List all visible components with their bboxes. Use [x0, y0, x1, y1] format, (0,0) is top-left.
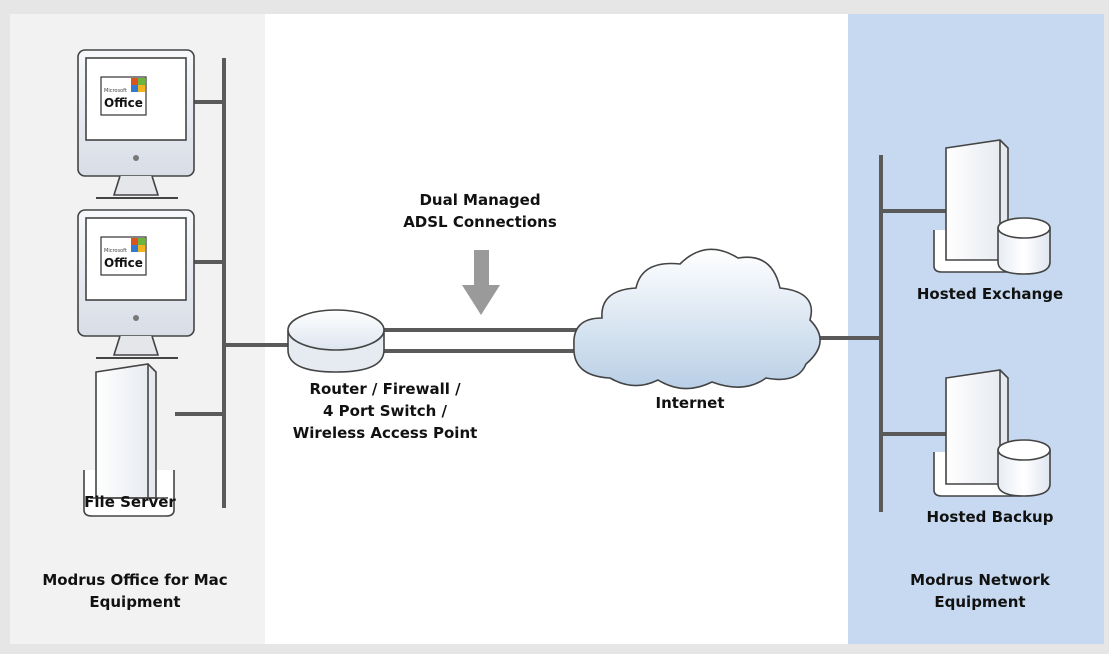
right-panel — [848, 14, 1104, 644]
adsl-arrow-icon — [462, 250, 500, 315]
left-bus-line — [175, 58, 290, 508]
file-server-label: File Server — [84, 493, 176, 511]
office-logo-small-text: Microsoft — [104, 88, 127, 94]
imac-middle — [77, 209, 195, 359]
exchange-label: Hosted Exchange — [916, 285, 1064, 303]
office-logo-text: Office — [104, 256, 143, 270]
office-logo-icon: Microsoft Office — [100, 76, 147, 116]
router-label: Router / Firewall / 4 Port Switch / Wire… — [292, 380, 478, 442]
imac-top — [77, 49, 195, 199]
adsl-label: Dual Managed ADSL Connections — [403, 191, 557, 231]
backup-storage-icon — [997, 439, 1051, 497]
office-logo-icon: Microsoft Office — [100, 236, 147, 276]
left-panel-caption: Modrus Office for Mac Equipment — [42, 571, 228, 611]
internet-label: Internet — [655, 394, 725, 412]
office-logo-small-text: Microsoft — [104, 248, 127, 254]
file-server-icon — [83, 363, 175, 517]
backup-label: Hosted Backup — [926, 508, 1054, 526]
right-bus-line — [818, 155, 950, 512]
adsl-lines — [382, 328, 600, 353]
office-logo-text: Office — [104, 96, 143, 110]
right-panel-caption: Modrus Network Equipment — [910, 571, 1050, 611]
router-icon — [287, 309, 385, 373]
internet-cloud-icon — [573, 248, 821, 390]
exchange-storage-icon — [997, 217, 1051, 275]
